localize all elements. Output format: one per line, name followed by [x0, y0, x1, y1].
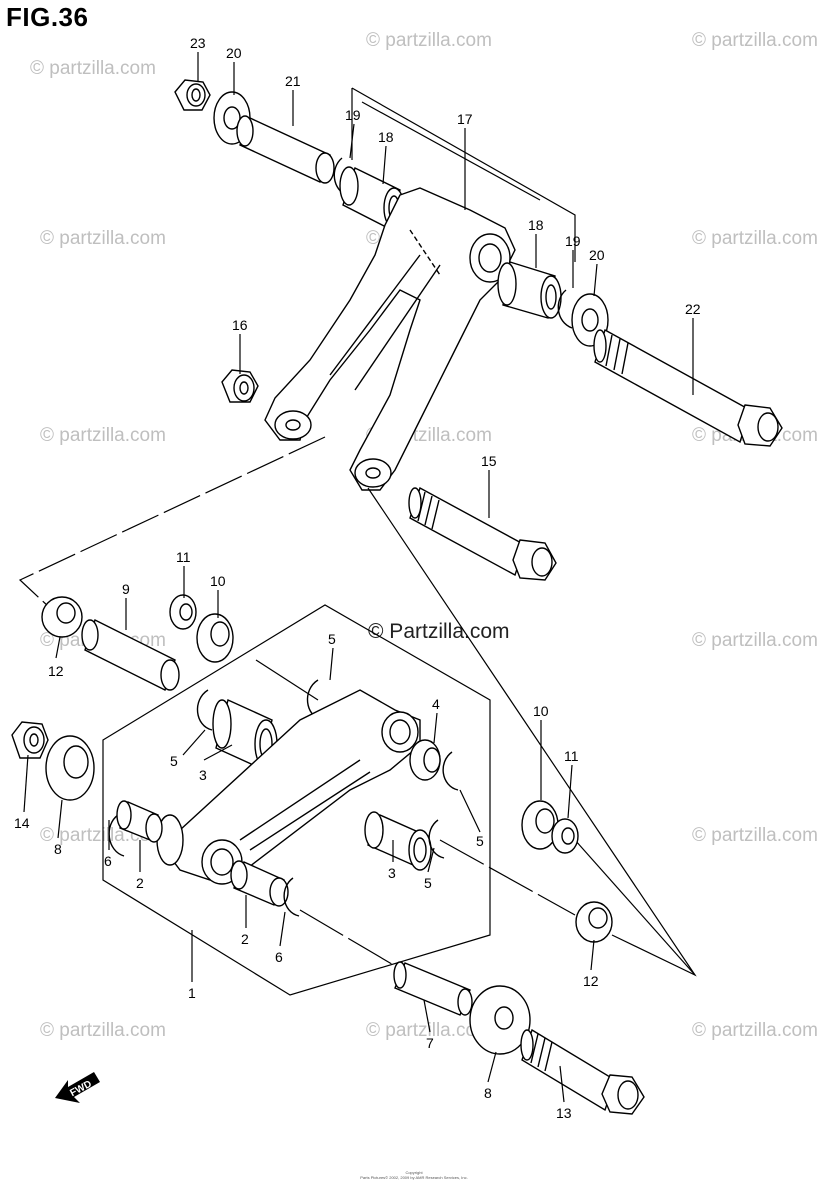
part-19-circlip	[557, 289, 573, 329]
callout-18: 18	[378, 129, 394, 145]
callout-6: 6	[275, 949, 283, 965]
part-17-cushion-lever	[264, 187, 516, 491]
callout-2: 2	[136, 875, 144, 891]
callout-6: 6	[104, 853, 112, 869]
part-8-washer	[45, 735, 95, 801]
part-15-bolt	[408, 486, 557, 581]
watermark: © partzilla.com	[692, 630, 818, 651]
callout-17: 17	[457, 111, 473, 127]
callout-3: 3	[199, 767, 207, 783]
part-16-nut	[221, 369, 259, 403]
part-8-washer	[469, 985, 531, 1055]
bracket-line	[361, 101, 541, 201]
leader-line	[18, 436, 326, 609]
part-11-seal	[551, 818, 579, 854]
leader-line	[255, 659, 319, 701]
watermark: © partzilla.com	[30, 58, 156, 79]
part-13-bolt	[520, 1028, 645, 1115]
part-14-nut	[11, 721, 49, 759]
watermark: © partzilla.com	[692, 228, 818, 249]
watermark: © partzilla.com	[40, 1020, 166, 1041]
part-22-bolt	[593, 328, 783, 447]
callout-5: 5	[424, 875, 432, 891]
part-5-circlip	[442, 751, 459, 791]
callout-2: 2	[241, 931, 249, 947]
callout-18: 18	[528, 217, 544, 233]
watermark: © partzilla.com	[40, 228, 166, 249]
callout-5: 5	[328, 631, 336, 647]
callout-10: 10	[210, 573, 226, 589]
part-12-washer	[575, 901, 613, 943]
part-11-seal	[169, 594, 197, 630]
watermark: © partzilla.com	[366, 1020, 492, 1041]
callout-12: 12	[583, 973, 599, 989]
part-1-cushion-rod	[156, 689, 421, 885]
part-5-circlip	[196, 689, 213, 731]
watermark: © partzilla.com	[692, 825, 818, 846]
callout-1: 1	[188, 985, 196, 1001]
copyright-footer: Copyright Parts Pictures© 2002, 2009 by …	[0, 1170, 828, 1180]
callout-5: 5	[170, 753, 178, 769]
watermark: © partzilla.com	[40, 425, 166, 446]
callout-7: 7	[426, 1035, 434, 1051]
part-2-bearing	[116, 800, 163, 843]
part-5-circlip	[428, 819, 445, 859]
callout-12: 12	[48, 663, 64, 679]
callout-5: 5	[476, 833, 484, 849]
callout-14: 14	[14, 815, 30, 831]
part-21-collar	[236, 115, 335, 184]
part-3-bearing	[364, 811, 432, 871]
part-10-bearing	[196, 613, 234, 663]
callout-10: 10	[533, 703, 549, 719]
callout-8: 8	[484, 1085, 492, 1101]
assembly-box	[102, 604, 491, 996]
callout-19: 19	[345, 107, 361, 123]
footer-line-1: Copyright	[405, 1170, 423, 1175]
part-18-bearing	[497, 261, 562, 319]
watermark: © partzilla.com	[366, 30, 492, 51]
callout-20: 20	[226, 45, 242, 61]
callout-8: 8	[54, 841, 62, 857]
callout-11: 11	[564, 748, 579, 764]
callout-21: 21	[285, 73, 301, 89]
part-4-spacer	[409, 739, 441, 781]
figure-title: FIG.36	[6, 2, 89, 32]
callout-11: 11	[176, 549, 191, 565]
callout-3: 3	[388, 865, 396, 881]
part-7-collar	[393, 961, 473, 1016]
callout-16: 16	[232, 317, 248, 333]
part-9-collar	[81, 619, 180, 691]
callout-13: 13	[556, 1105, 572, 1121]
leader-line	[574, 839, 696, 976]
callout-20: 20	[589, 247, 605, 263]
callout-9: 9	[122, 581, 130, 597]
callout-19: 19	[565, 233, 581, 249]
part-23-nut	[174, 79, 211, 111]
copyright-watermark: © Partzilla.com	[368, 620, 510, 643]
callout-23: 23	[190, 35, 206, 51]
callout-4: 4	[432, 696, 440, 712]
callout-numbers: 23 20 21 19 18 17 18 19 20 22 16 15 11 9…	[14, 35, 701, 1121]
leader-line	[299, 909, 403, 971]
fwd-label: FWD	[68, 1079, 93, 1099]
part-10-bearing	[521, 800, 559, 850]
part-2-bearing	[230, 860, 289, 907]
part-6-circlip	[283, 877, 300, 917]
bracket-line	[351, 87, 576, 262]
leader-line	[439, 839, 576, 916]
callout-22: 22	[685, 301, 701, 317]
footer-line-2: Parts Pictures© 2002, 2009 by AMR Resear…	[360, 1175, 468, 1180]
fwd-arrow-icon: FWD	[55, 1072, 100, 1103]
watermark: © partzilla.com	[692, 30, 818, 51]
callout-leaders	[23, 52, 694, 1103]
callout-15: 15	[481, 453, 497, 469]
part-12-washer	[41, 596, 83, 638]
watermark: © partzilla.com	[692, 1020, 818, 1041]
